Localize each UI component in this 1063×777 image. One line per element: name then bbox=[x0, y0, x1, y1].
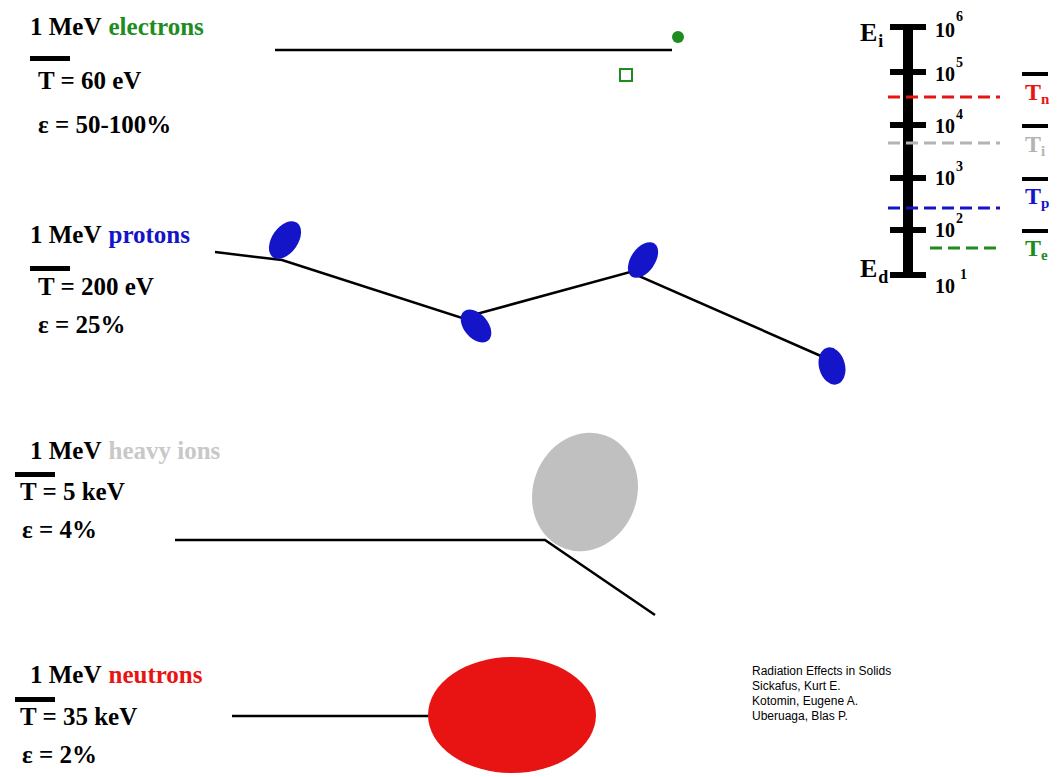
credit-line: Kotomin, Eugene A. bbox=[752, 695, 858, 707]
average-energy: T = 35 keV bbox=[20, 704, 137, 729]
scale-number: 10 bbox=[935, 116, 955, 136]
vacancy bbox=[620, 69, 632, 81]
energy-label: 1 MeV bbox=[30, 14, 102, 39]
threshold-line bbox=[888, 142, 1000, 145]
particle-name: neutrons bbox=[109, 662, 203, 687]
average-bar bbox=[30, 56, 70, 61]
average-bar bbox=[1022, 72, 1048, 76]
average-bar bbox=[1022, 229, 1048, 233]
threshold-subscript: i bbox=[1041, 144, 1045, 159]
threshold-symbol: T bbox=[1025, 184, 1041, 208]
efficiency: ε = 25% bbox=[38, 312, 125, 337]
ion-track bbox=[175, 540, 655, 615]
scale-exponent: 1 bbox=[960, 268, 967, 282]
threshold-subscript: e bbox=[1041, 248, 1048, 263]
scale-tick bbox=[890, 175, 926, 181]
scale-number: 10 bbox=[935, 276, 955, 296]
scale-number: 10 bbox=[935, 20, 955, 40]
cascade bbox=[622, 237, 665, 284]
scale-tick bbox=[890, 122, 926, 128]
credit-line: Radiation Effects in Solids bbox=[752, 665, 891, 677]
recoil-atom bbox=[672, 31, 684, 43]
scale-tick bbox=[890, 69, 926, 75]
neutron-track bbox=[232, 715, 432, 718]
scale-exponent: 6 bbox=[956, 10, 963, 24]
efficiency: ε = 4% bbox=[22, 517, 97, 542]
particle-name: protons bbox=[109, 222, 191, 247]
particle-name: heavy ions bbox=[109, 438, 221, 463]
threshold-subscript: n bbox=[1041, 92, 1049, 107]
cascade bbox=[815, 344, 850, 387]
threshold-line bbox=[930, 247, 1000, 250]
energy-label: 1 MeV bbox=[30, 438, 102, 463]
average-bar bbox=[1022, 177, 1048, 181]
efficiency: ε = 50-100% bbox=[38, 112, 171, 137]
scale-number: 10 bbox=[935, 220, 955, 240]
scale-exponent: 2 bbox=[956, 212, 963, 226]
scale-symbol: E bbox=[860, 20, 877, 46]
scale-number: 10 bbox=[935, 64, 955, 84]
average-energy: T = 200 eV bbox=[38, 274, 154, 299]
threshold-line bbox=[888, 96, 1000, 99]
scale-tick bbox=[890, 272, 926, 278]
energy-label: 1 MeV bbox=[30, 662, 102, 687]
threshold-symbol: T bbox=[1025, 236, 1041, 260]
cascade bbox=[455, 304, 498, 349]
scale-subscript: d bbox=[878, 268, 888, 286]
scale-subscript: i bbox=[878, 32, 883, 50]
energy-label: 1 MeV bbox=[30, 222, 102, 247]
electron-track bbox=[275, 49, 672, 52]
average-energy: T = 5 keV bbox=[20, 479, 125, 504]
scale-symbol: E bbox=[860, 256, 877, 282]
scale-number: 10 bbox=[935, 168, 955, 188]
average-bar bbox=[1022, 124, 1048, 128]
efficiency: ε = 2% bbox=[22, 742, 97, 767]
threshold-subscript: p bbox=[1041, 196, 1049, 211]
scale-axis bbox=[903, 26, 913, 276]
scale-tick bbox=[890, 24, 926, 30]
average-energy: T = 60 eV bbox=[38, 68, 141, 93]
average-bar bbox=[15, 697, 55, 702]
proton-track bbox=[215, 252, 830, 360]
cascade bbox=[516, 418, 655, 566]
threshold-symbol: T bbox=[1025, 132, 1041, 156]
scale-exponent: 3 bbox=[956, 160, 963, 174]
scale-tick bbox=[890, 227, 926, 233]
scale-exponent: 4 bbox=[956, 108, 963, 122]
threshold-line bbox=[888, 207, 1000, 210]
average-bar bbox=[30, 266, 70, 271]
cascade bbox=[262, 215, 307, 264]
particle-name: electrons bbox=[109, 14, 204, 39]
cascade bbox=[428, 657, 596, 773]
scale-exponent: 5 bbox=[956, 56, 963, 70]
credit-line: Uberuaga, Blas P. bbox=[752, 710, 848, 722]
average-bar bbox=[15, 472, 55, 477]
credit-line: Sickafus, Kurt E. bbox=[752, 680, 841, 692]
threshold-symbol: T bbox=[1025, 80, 1041, 104]
